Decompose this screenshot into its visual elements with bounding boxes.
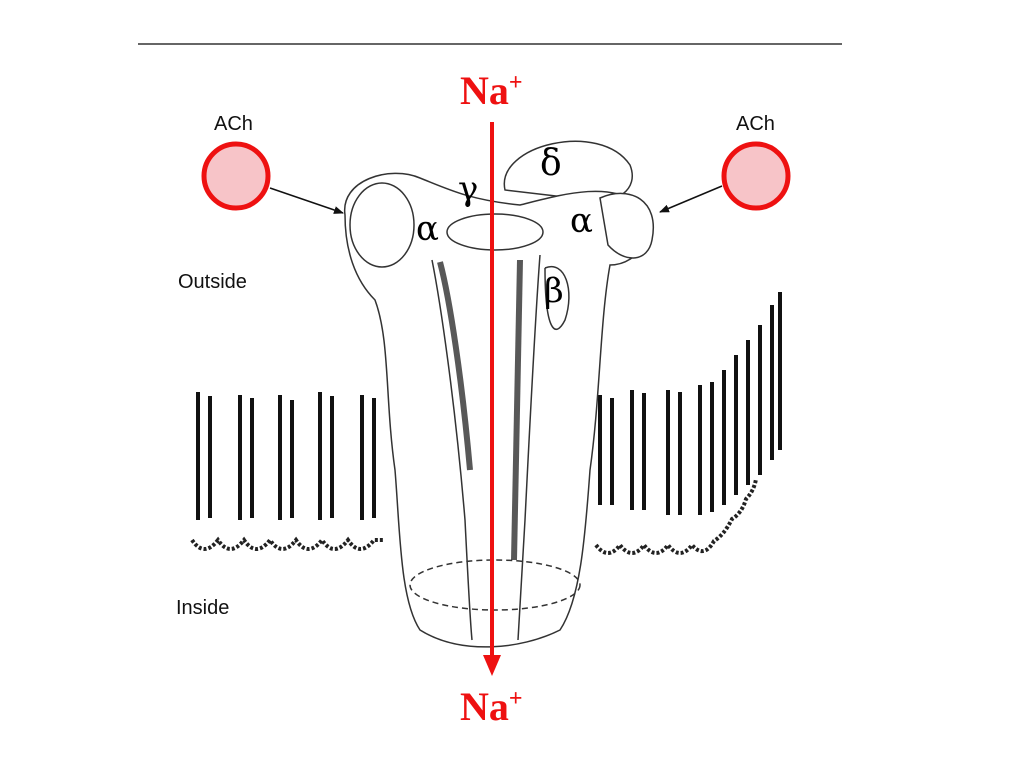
ach-label-left: ACh	[214, 113, 253, 135]
ach-molecule-left	[201, 141, 271, 211]
ion-flow-arrow	[483, 122, 501, 676]
channel-wall-right	[517, 254, 541, 641]
base-ellipse	[409, 559, 581, 611]
acetylcholine-receptor	[344, 140, 655, 648]
membrane-right	[594, 292, 782, 555]
pore-rim	[446, 213, 544, 251]
ach-molecule-right	[721, 141, 791, 211]
alpha-left-lobe	[349, 182, 415, 268]
ach-binding-arrow-right	[659, 185, 723, 213]
membrane-left	[190, 392, 384, 551]
ach-label-right: ACh	[736, 113, 775, 135]
na-ion-top: Na+	[460, 68, 523, 113]
na-ion-bottom: Na+	[460, 684, 523, 729]
subunit-alpha-right-label: α	[570, 201, 593, 241]
receptor-outer	[344, 172, 649, 648]
outside-label: Outside	[178, 271, 247, 293]
beta-subunit-body	[544, 265, 570, 331]
subunit-alpha-left-label: α	[416, 209, 439, 249]
subunit-delta-label: δ	[540, 143, 562, 184]
ach-binding-arrow-left	[269, 187, 344, 214]
alpha-right-lobe	[599, 192, 655, 259]
subunit-gamma-label: γ	[458, 169, 478, 209]
inside-label: Inside	[176, 597, 229, 619]
channel-wall-left	[431, 259, 473, 641]
delta-subunit-body	[503, 140, 633, 202]
ach-ligand-left	[201, 141, 344, 214]
ach-ligand-right	[659, 141, 791, 213]
subunit-beta-label: β	[544, 271, 564, 311]
